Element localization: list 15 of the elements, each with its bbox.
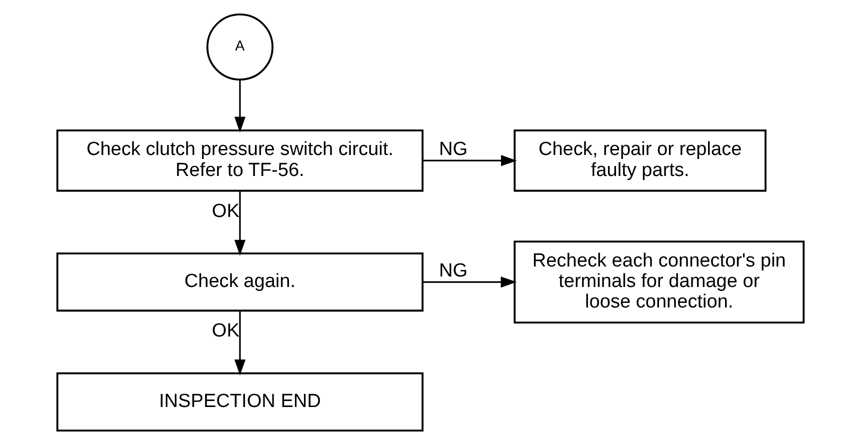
edge-label: NG	[438, 260, 468, 282]
edge-label: OK	[212, 320, 240, 342]
arrow	[234, 310, 246, 376]
node-box: Check again.	[56, 252, 424, 312]
node-box: Recheck each connector's pin terminals for damage or loose connection.	[514, 240, 805, 324]
arrow	[234, 190, 246, 256]
edge-label: OK	[212, 200, 240, 222]
node-box: Check clutch pressure switch circuit. Refer to TF-56.	[56, 129, 424, 192]
arrow	[234, 80, 246, 133]
arrow	[422, 155, 517, 166]
node-box: Check, repair or replace faulty parts.	[514, 129, 766, 192]
edge-label: NG	[438, 139, 468, 160]
node-circle: A	[206, 14, 274, 81]
node-box: INSPECTION END	[56, 372, 424, 432]
arrow	[422, 276, 517, 288]
